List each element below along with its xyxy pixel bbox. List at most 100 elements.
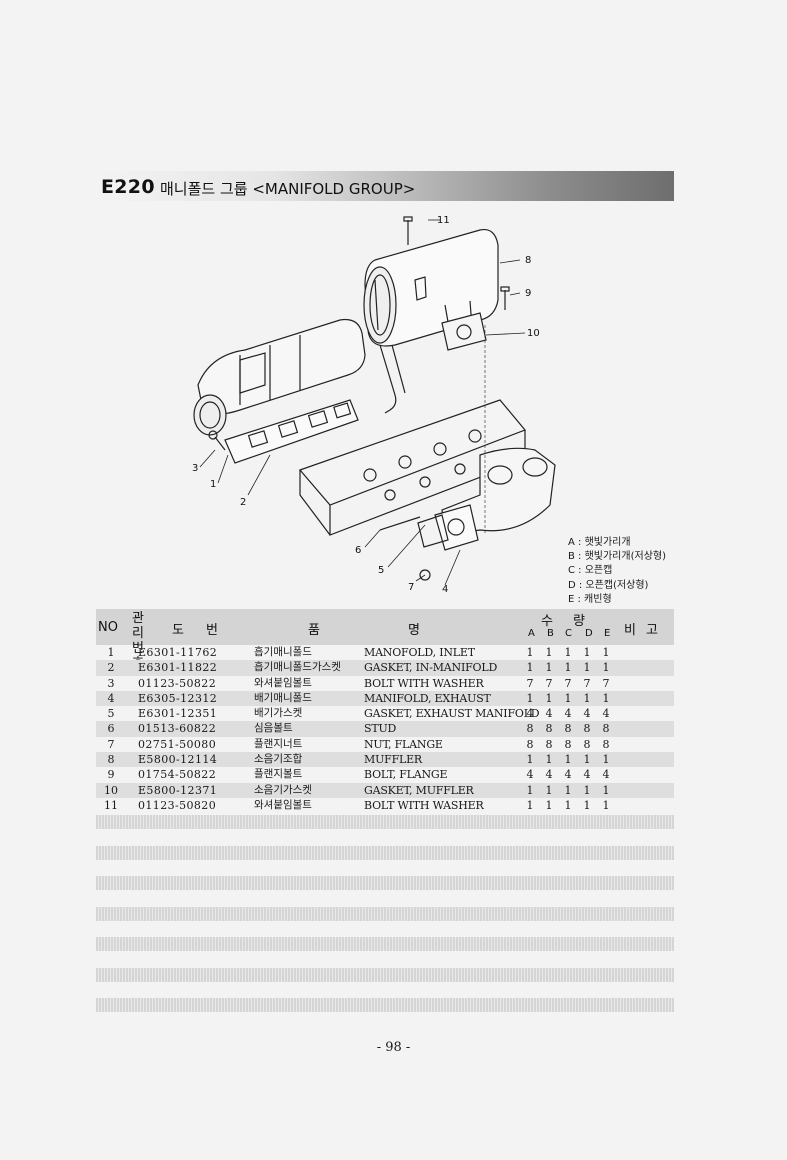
row-qty-d: 8 (583, 737, 591, 751)
row-qty-e: 4 (602, 707, 610, 721)
row-english-name: GASKET, IN-MANIFOLD (364, 661, 498, 675)
table-row: 4 E6305-12312 배기매니폴드 MANIFOLD, EXHAUST 1… (96, 690, 674, 707)
row-english-name: NUT, FLANGE (364, 737, 443, 751)
row-no: 5 (107, 707, 115, 721)
callout-3: 3 (192, 463, 199, 474)
row-qty-e: 1 (602, 661, 610, 675)
row-qty-e: 4 (602, 768, 610, 782)
row-qty-a: 1 (526, 753, 534, 767)
header-qty-e: E (604, 628, 611, 639)
row-korean-name: 배기매니폴드 (254, 691, 312, 704)
row-english-name: BOLT WITH WASHER (364, 798, 484, 812)
row-qty-b: 1 (545, 798, 553, 812)
header-qty-d: D (585, 628, 593, 639)
row-korean-name: 배기가스켓 (254, 707, 303, 720)
row-qty-b: 1 (545, 646, 553, 659)
exploded-parts-diagram: 11 8 9 10 3 1 2 6 5 7 4 (180, 205, 560, 600)
row-qty-d: 1 (583, 646, 591, 659)
row-qty-d: 1 (583, 691, 591, 705)
row-no: 10 (104, 783, 118, 797)
table-row: 1 E6301-11762 흡기매니폴드 MANOFOLD, INLET 1 1… (96, 645, 674, 660)
header-drawing-no: 도번 (172, 623, 240, 638)
empty-row-stripe (96, 845, 674, 860)
empty-row-stripe (96, 815, 674, 829)
row-qty-e: 7 (602, 676, 610, 690)
empty-row-stripe (96, 967, 674, 982)
row-part-number: 01754-50822 (138, 768, 217, 782)
row-qty-b: 1 (545, 661, 553, 675)
empty-row-stripe (96, 937, 674, 951)
row-part-number: 01123-50820 (138, 798, 217, 812)
row-no: 4 (107, 691, 115, 705)
row-qty-b: 8 (545, 722, 553, 736)
row-qty-e: 1 (602, 783, 610, 797)
row-korean-name: 흡기매니폴드 (254, 646, 312, 658)
section-title: 매니폴드 그룹 <MANIFOLD GROUP> (160, 180, 416, 198)
row-qty-a: 1 (526, 646, 534, 659)
row-qty-b: 1 (545, 753, 553, 767)
row-no: 8 (107, 753, 115, 767)
row-no: 9 (107, 768, 115, 782)
header-remarks: 비고 (624, 623, 668, 638)
row-part-number: 02751-50080 (138, 737, 217, 751)
row-qty-e: 1 (602, 753, 610, 767)
row-qty-c: 8 (564, 722, 572, 736)
row-qty-e: 8 (602, 737, 610, 751)
row-part-number: E6301-11822 (138, 661, 218, 675)
row-part-number: 01123-50822 (138, 676, 217, 690)
legend-item-a: A : 햇빛가리개 (568, 537, 631, 548)
table-row: 7 02751-50080 플랜지너트 NUT, FLANGE 8 8 8 8 … (96, 737, 674, 752)
row-part-number: E5800-12114 (138, 753, 218, 767)
row-korean-name: 플랜지볼트 (254, 768, 303, 781)
header-band (98, 171, 674, 201)
row-qty-d: 4 (583, 707, 591, 721)
row-qty-c: 1 (564, 661, 572, 675)
row-korean-name: 흡기매니폴드가스켓 (254, 661, 341, 674)
row-qty-a: 1 (526, 783, 534, 797)
row-qty-d: 4 (583, 768, 591, 782)
variant-legend: A : 햇빛가리개 B : 햇빛가리개(저상형) C : 오픈캡 D : 오픈캡… (568, 536, 666, 607)
header-management-top: 관 리 (132, 611, 144, 641)
row-qty-e: 8 (602, 722, 610, 736)
table-row: 9 01754-50822 플랜지볼트 BOLT, FLANGE 4 4 4 4… (96, 767, 674, 782)
row-qty-b: 4 (545, 768, 553, 782)
header-qty-c: C (565, 628, 572, 639)
row-qty-c: 1 (564, 783, 572, 797)
table-row: 11 01123-50820 와셔붙임볼트 BOLT WITH WASHER 1… (96, 798, 674, 813)
callout-6: 6 (355, 545, 362, 556)
row-part-number: 01513-60822 (138, 722, 217, 736)
callout-8: 8 (525, 255, 532, 266)
row-qty-d: 1 (583, 661, 591, 675)
row-english-name: MANIFOLD, EXHAUST (364, 691, 491, 705)
table-row: 3 01123-50822 와셔붙임볼트 BOLT WITH WASHER 7 … (96, 676, 674, 691)
header-qty-b: B (547, 628, 554, 639)
row-qty-b: 8 (545, 737, 553, 751)
row-qty-a: 1 (526, 661, 534, 675)
row-qty-b: 4 (545, 707, 553, 721)
empty-row-stripe (96, 906, 674, 921)
row-qty-c: 1 (564, 798, 572, 812)
manifold-illustration (193, 216, 556, 586)
row-no: 3 (107, 676, 115, 690)
callout-4: 4 (442, 584, 449, 595)
row-qty-c: 8 (564, 737, 572, 751)
row-english-name: GASKET, MUFFLER (364, 783, 474, 797)
row-qty-c: 4 (564, 768, 572, 782)
parts-table-header: NO 관 리 번 호 도번 품 명 수량 A B C D E 비고 (96, 609, 674, 671)
row-qty-d: 7 (583, 676, 591, 690)
row-qty-b: 1 (545, 691, 553, 705)
row-english-name: MUFFLER (364, 753, 423, 767)
header-qty-a: A (528, 628, 535, 639)
row-qty-a: 7 (526, 676, 534, 690)
row-qty-a: 8 (526, 722, 534, 736)
header-name-a: 품 (308, 623, 320, 638)
row-qty-e: 1 (602, 798, 610, 812)
row-qty-a: 1 (526, 691, 534, 705)
row-no: 11 (104, 798, 118, 812)
row-english-name: BOLT WITH WASHER (364, 676, 484, 690)
row-qty-c: 4 (564, 707, 572, 721)
header-no: NO (98, 620, 118, 635)
parts-table-body: 1 E6301-11762 흡기매니폴드 MANOFOLD, INLET 1 1… (96, 645, 674, 813)
table-row: 10 E5800-12371 소음기가스켓 GASKET, MUFFLER 1 … (96, 782, 674, 798)
legend-item-b: B : 햇빛가리개(저상형) (568, 551, 666, 563)
